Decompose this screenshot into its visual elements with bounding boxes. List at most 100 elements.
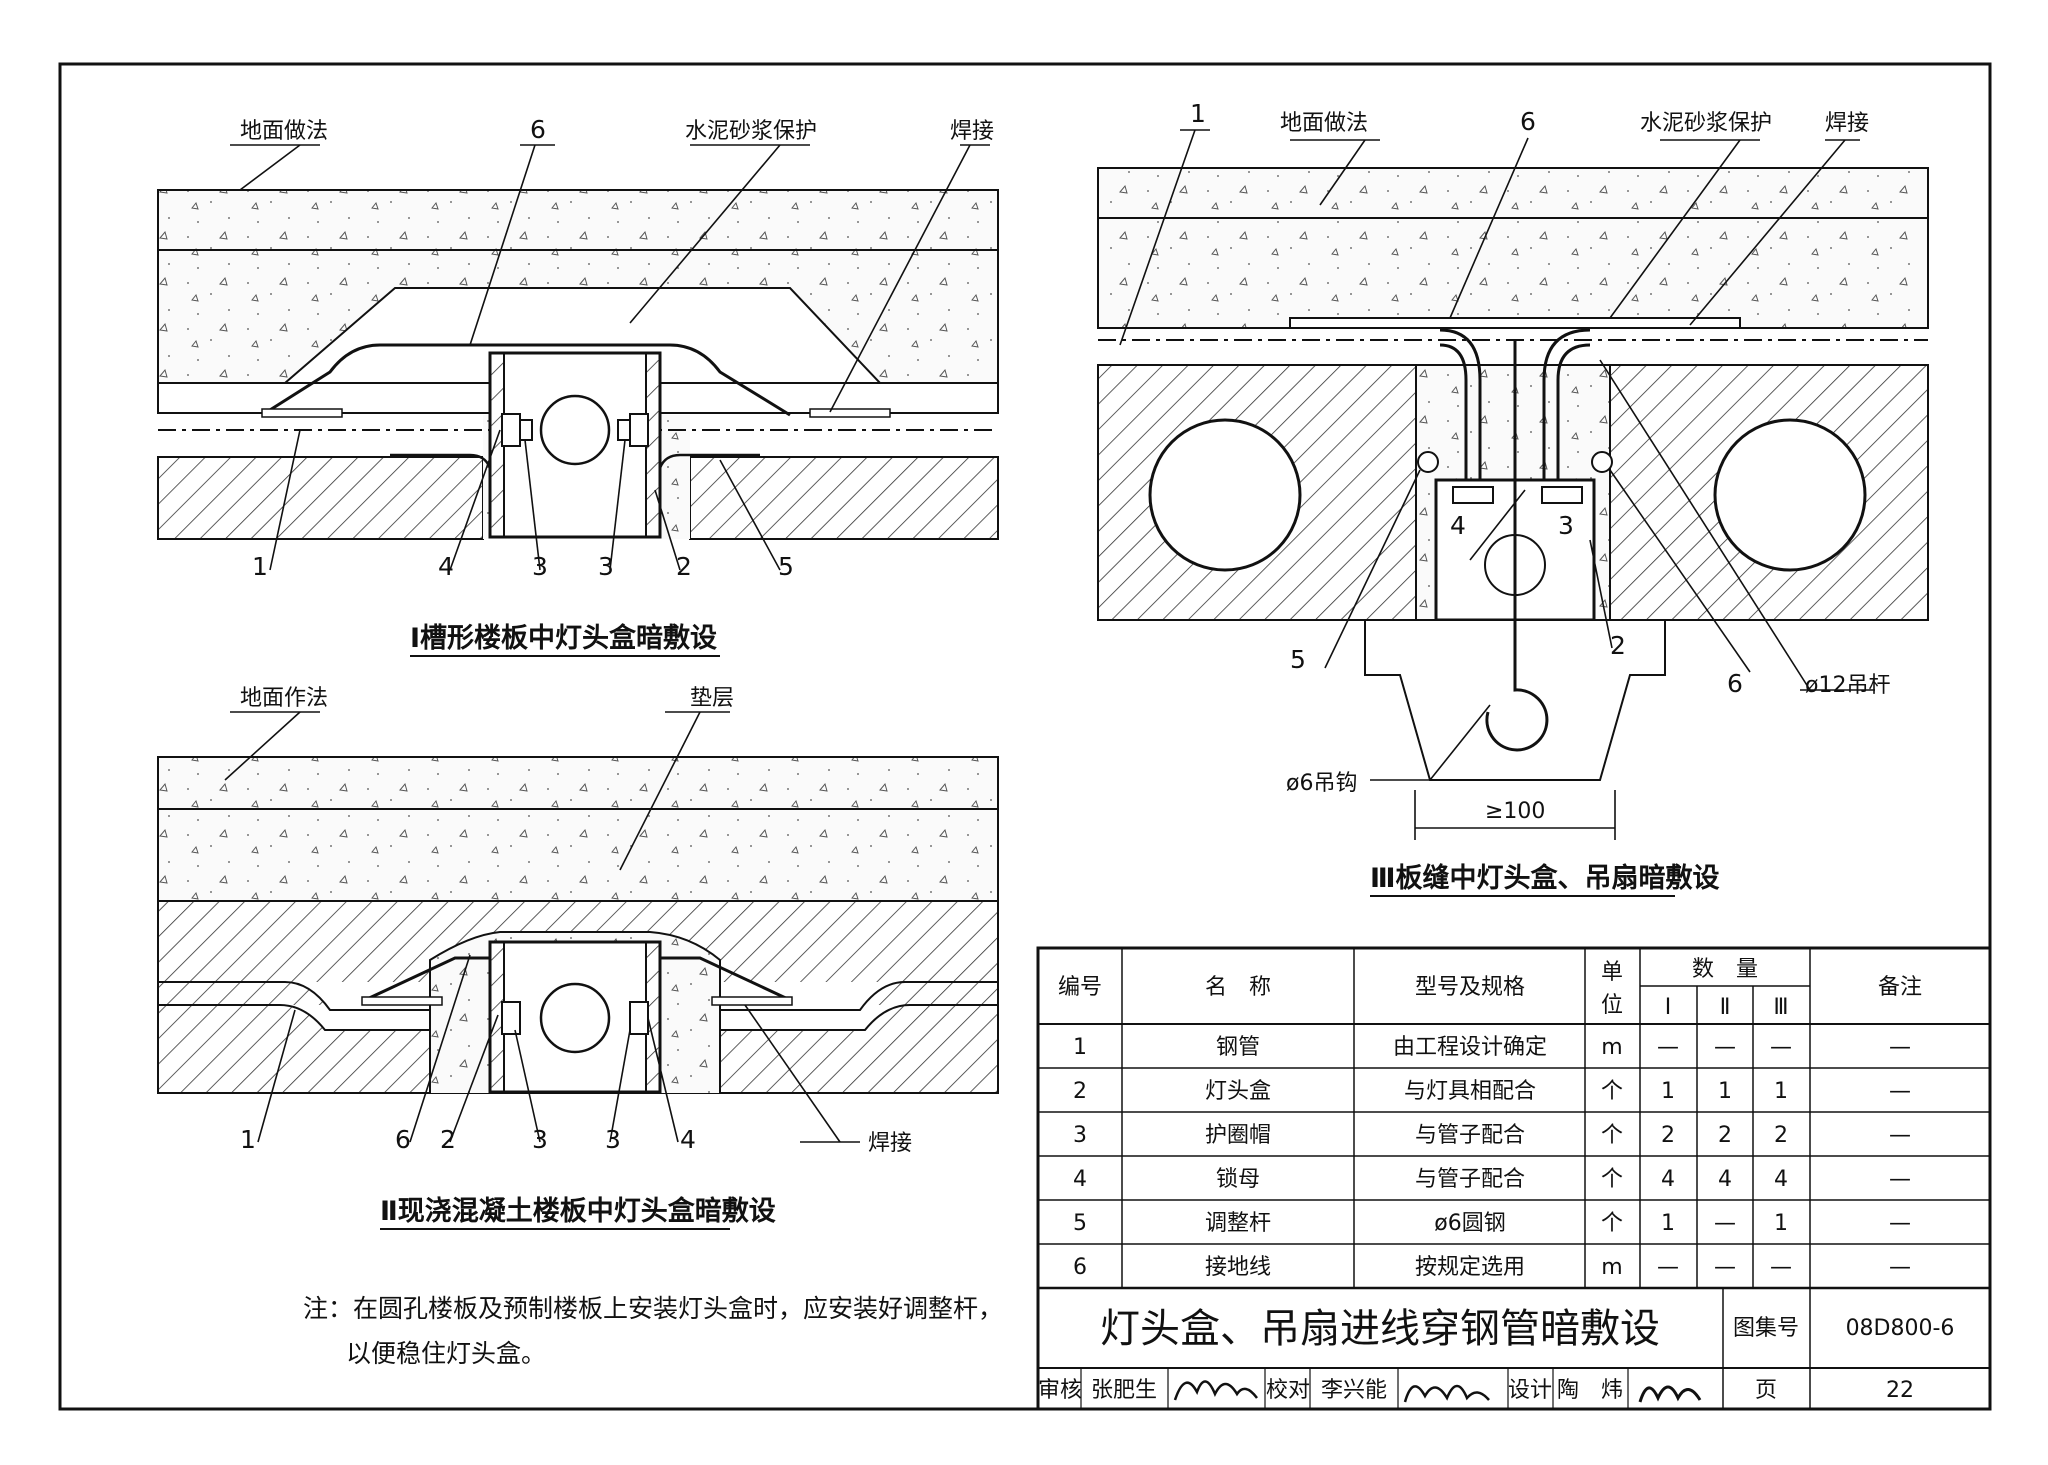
table-cell-q1: 1 [1661, 1211, 1675, 1236]
label-1: 1 [1190, 99, 1206, 128]
table-cell-no: 5 [1073, 1211, 1087, 1236]
cushion-layer [157, 808, 999, 902]
table-cell-unit: m [1601, 1035, 1622, 1060]
label-4: 4 [1450, 511, 1466, 540]
parts-table [1036, 946, 1992, 1411]
num-3: 3 [532, 1125, 548, 1154]
th-unit-1: 单 [1601, 960, 1623, 985]
hook-6 [1485, 675, 1549, 752]
slab-right [689, 456, 999, 540]
leader-lines [1119, 129, 1875, 781]
table-cell-q3: 4 [1774, 1167, 1788, 1192]
th-q2: Ⅱ [1720, 995, 1731, 1020]
mortar-band [1097, 217, 1929, 329]
label-weld: 焊接 [1825, 111, 1869, 136]
th-qty: 数 量 [1692, 957, 1758, 982]
hollow-core-left [1148, 418, 1302, 572]
label-cushion: 垫层 [690, 686, 734, 711]
table-cell-q2: 1 [1718, 1079, 1732, 1104]
table-cell-name: 锁母 [1216, 1167, 1260, 1192]
check-label: 校对 [1266, 1378, 1310, 1403]
drawing-title: 灯头盒、吊扇进线穿钢管暗敷设 [1100, 1306, 1660, 1352]
bushing-3 [519, 419, 533, 441]
table-header: 编号 名 称 型号及规格 单 位 数 量 Ⅰ Ⅱ Ⅲ 备注 [1058, 957, 1922, 1020]
ground-wire [261, 343, 791, 417]
hollow-core-right [1713, 418, 1867, 572]
floor-layer [157, 756, 999, 810]
weld-plate-left [361, 996, 443, 1006]
designer-name: 陶 炜 [1557, 1378, 1623, 1403]
table-cell-q1: 2 [1661, 1123, 1675, 1148]
label-floor: 地面做法 [240, 119, 328, 144]
th-name: 名 称 [1205, 975, 1271, 1000]
knockout-hole [539, 982, 611, 1054]
locknut-4 [1452, 486, 1494, 504]
table-cell-q1: — [1657, 1035, 1679, 1060]
table-cell-spec: 按规定选用 [1415, 1255, 1525, 1280]
table-cell-q2: — [1714, 1255, 1736, 1280]
atlas-number: 08D800-6 [1846, 1316, 1955, 1341]
num-2: 2 [440, 1125, 456, 1154]
label-6: 6 [530, 115, 546, 144]
checker-name: 李兴能 [1321, 1378, 1387, 1403]
table-cell-q3: — [1770, 1255, 1792, 1280]
table-cell-unit: 个 [1601, 1079, 1623, 1104]
num-3b: 3 [605, 1125, 621, 1154]
sheet-border [58, 62, 1992, 1411]
locknut-left [501, 1001, 521, 1035]
label-dim: ≥100 [1485, 799, 1545, 824]
table-cell-no: 6 [1073, 1255, 1087, 1280]
bushing-3-right [617, 419, 631, 441]
num-1: 1 [240, 1125, 256, 1154]
th-remark: 备注 [1878, 975, 1922, 1000]
leader-lines [230, 144, 990, 571]
table-cell-unit: 个 [1601, 1167, 1623, 1192]
num-6: 6 [395, 1125, 411, 1154]
label-3: 3 [1558, 511, 1574, 540]
design-label: 设计 [1508, 1378, 1552, 1403]
locknut-4 [501, 413, 521, 447]
table-cell-unit: 个 [1601, 1211, 1623, 1236]
table-cell-no: 1 [1073, 1035, 1087, 1060]
table-cell-remark: — [1889, 1035, 1911, 1060]
detail-3: 1 地面做法 6 水泥砂浆保护 焊接 4 3 5 2 6 ø12吊杆 ø6吊钩 … [1097, 99, 1929, 897]
table-cell-name: 护圈帽 [1205, 1123, 1271, 1148]
table-cell-q3: 1 [1774, 1079, 1788, 1104]
table-cell-remark: — [1889, 1211, 1911, 1236]
locknut-4-right [629, 413, 649, 447]
weld-plate-right [809, 408, 891, 418]
label-mortar: 水泥砂浆保护 [1640, 111, 1772, 136]
th-unit-2: 位 [1601, 993, 1623, 1018]
table-cell-q2: 2 [1718, 1123, 1732, 1148]
floor-layer [157, 189, 999, 251]
detail-1: 地面做法 6 水泥砂浆保护 焊接 1 4 3 3 2 5 Ⅰ槽形楼板中灯头盒暗敷… [157, 115, 999, 657]
table-cell-spec: 与管子配合 [1415, 1123, 1525, 1148]
checker-signature [1403, 1384, 1490, 1403]
th-no: 编号 [1058, 975, 1102, 1000]
ground-plate [1289, 317, 1741, 329]
detail-2: 地面作法 垫层 焊接 1 6 2 3 3 4 Ⅱ现浇混凝土楼板中灯头盒暗敷设 [157, 686, 999, 1230]
label-2: 2 [1610, 631, 1626, 660]
table-cell-spec: 与灯具相配合 [1404, 1079, 1536, 1104]
table-cell-q1: 4 [1661, 1167, 1675, 1192]
page-label: 页 [1755, 1378, 1777, 1403]
reviewer-signature [1173, 1380, 1258, 1401]
num-2: 2 [676, 552, 692, 581]
label-hook: ø6吊钩 [1286, 771, 1357, 796]
table-cell-no: 3 [1073, 1123, 1087, 1148]
table-cell-q2: — [1714, 1211, 1736, 1236]
th-q1: Ⅰ [1665, 995, 1672, 1020]
num-3: 3 [532, 552, 548, 581]
table-cell-q3: — [1770, 1035, 1792, 1060]
atlas-label: 图集号 [1733, 1316, 1799, 1341]
designer-signature [1638, 1385, 1702, 1403]
label-floor: 地面作法 [240, 686, 328, 711]
table-cell-name: 调整杆 [1205, 1211, 1271, 1236]
label-rod: ø12吊杆 [1805, 673, 1890, 698]
weld-plate-right [711, 996, 793, 1006]
table-cell-remark: — [1889, 1255, 1911, 1280]
table-cell-remark: — [1889, 1123, 1911, 1148]
th-spec: 型号及规格 [1415, 975, 1525, 1000]
label-weld: 焊接 [868, 1131, 912, 1156]
